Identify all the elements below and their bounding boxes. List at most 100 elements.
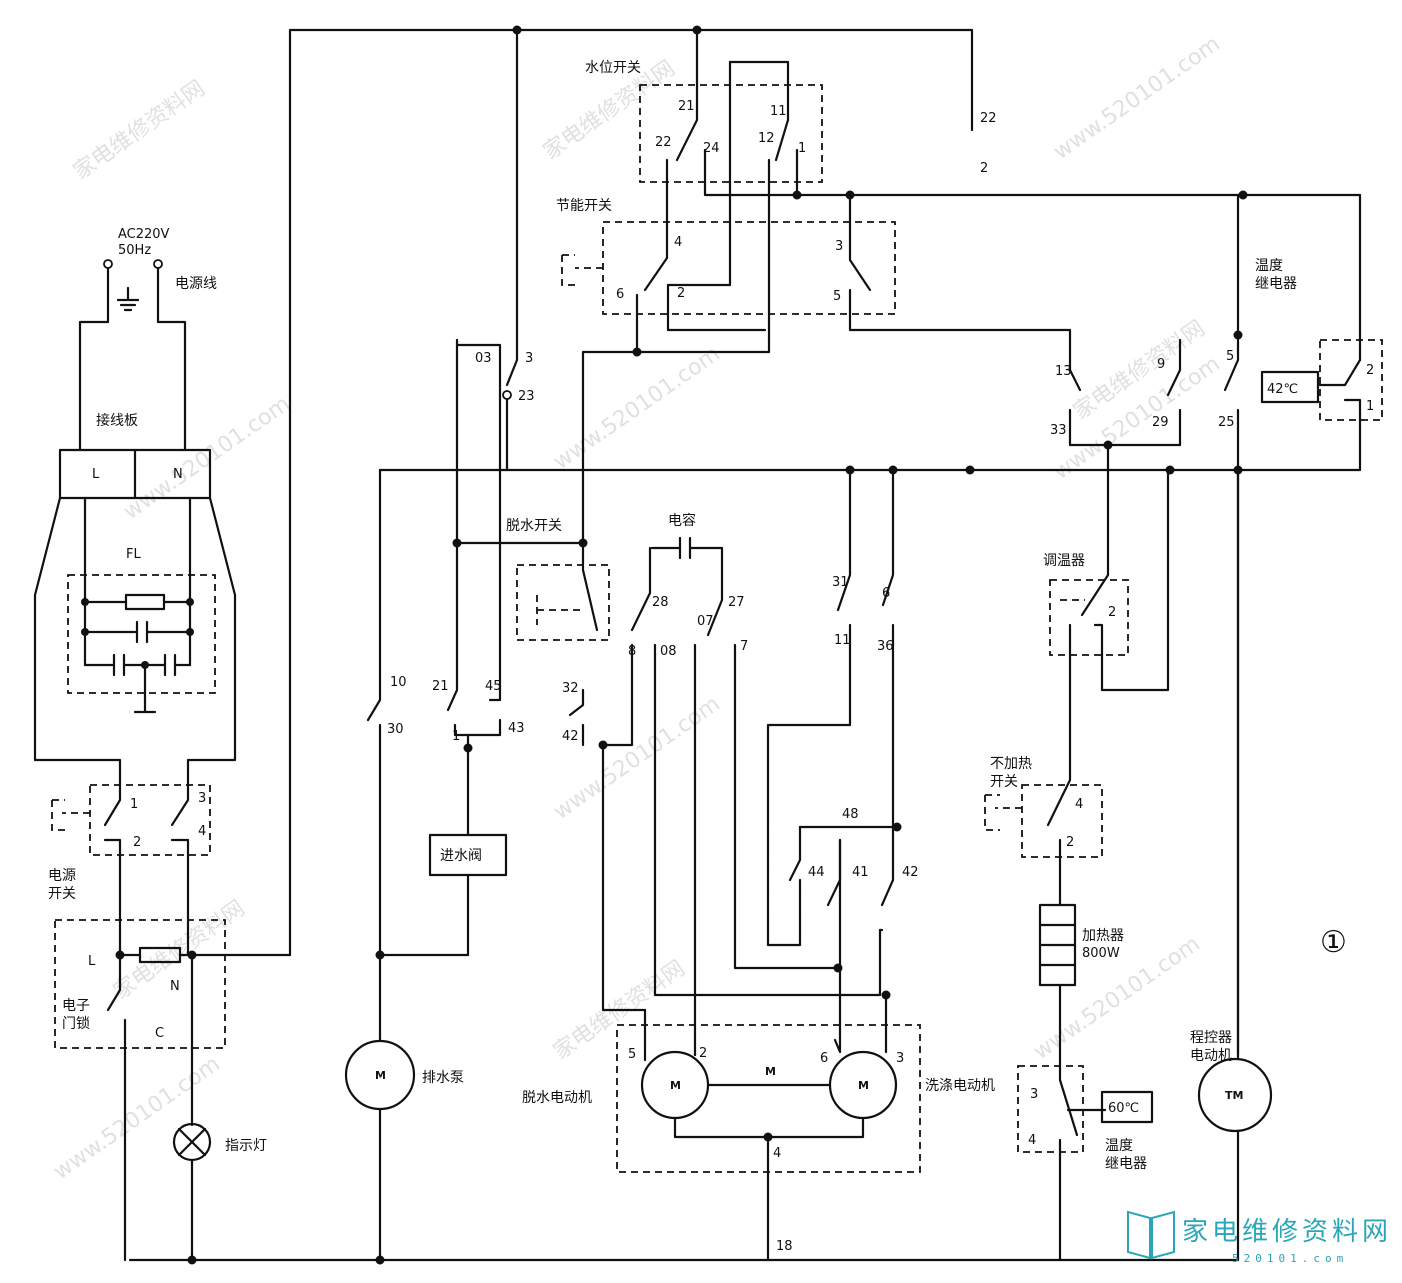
figure-number: ① bbox=[1320, 925, 1347, 960]
dashed-enclosures bbox=[51, 84, 1383, 1153]
terminal-n-label: N bbox=[173, 467, 183, 482]
terminal-number: 24 bbox=[703, 141, 720, 156]
terminal-number: 9 bbox=[1157, 357, 1165, 372]
terminal-number: 1 bbox=[130, 797, 138, 812]
terminal-number: 28 bbox=[652, 595, 669, 610]
watermark-name: 家电维修资料网 bbox=[69, 76, 210, 185]
terminal-number: 31 bbox=[832, 575, 849, 590]
power-switch-label-line1: 电源 bbox=[48, 868, 76, 884]
terminal-number: 3 bbox=[198, 791, 206, 806]
watermark-site: www.520101.com bbox=[1049, 31, 1225, 164]
terminal-number: 2 bbox=[699, 1046, 707, 1061]
terminal-number: 4 bbox=[198, 824, 206, 839]
timer-motor-label-line1: 程控器 bbox=[1190, 1030, 1232, 1046]
door-lock-c-label: C bbox=[155, 1026, 164, 1041]
terminal-number: 3 bbox=[835, 239, 843, 254]
terminal-number: 2 bbox=[980, 161, 988, 176]
terminal-number: 48 bbox=[842, 807, 859, 822]
terminal-number: 5 bbox=[1226, 349, 1234, 364]
terminal-number: 03 bbox=[475, 351, 492, 366]
power-switch-label-line2: 开关 bbox=[48, 886, 76, 902]
terminal-number: 27 bbox=[728, 595, 745, 610]
terminal-number: 3 bbox=[1030, 1087, 1038, 1102]
terminal-number: 2 bbox=[677, 286, 685, 301]
temp-relay-bottom-setting: 60℃ bbox=[1108, 1101, 1139, 1116]
spin-motor-symbol: M bbox=[670, 1079, 681, 1092]
terminal-number: 5 bbox=[628, 1047, 636, 1062]
wiring bbox=[33, 28, 1362, 1262]
terminal-number: 12 bbox=[758, 131, 775, 146]
terminal-number: 3 bbox=[525, 351, 533, 366]
terminal-number: 33 bbox=[1050, 423, 1067, 438]
terminal-number: 6 bbox=[820, 1051, 828, 1066]
terminal-numbers: 21 22 24 11 12 1 22 2 4 6 2 3 5 03 3 23 … bbox=[130, 99, 1374, 1254]
terminal-l-label: L bbox=[92, 467, 100, 482]
terminal-number: 4 bbox=[1075, 797, 1083, 812]
indicator-lamp-label: 指示灯 bbox=[225, 1138, 267, 1154]
site-logo: 家电维修资料网 520101.com bbox=[1127, 1210, 1388, 1265]
timer-motor-symbol: TM bbox=[1225, 1089, 1243, 1102]
terminal-number: 41 bbox=[852, 865, 869, 880]
terminal-number: 45 bbox=[485, 679, 502, 694]
terminal-number: 3 bbox=[896, 1051, 904, 1066]
terminal-number: 18 bbox=[776, 1239, 793, 1254]
terminal-number: 32 bbox=[562, 681, 579, 696]
door-lock-label-line1: 电子 bbox=[62, 998, 90, 1014]
terminal-number: 10 bbox=[390, 675, 407, 690]
terminal-number: 36 bbox=[877, 639, 894, 654]
terminal-number: 1 bbox=[452, 729, 460, 744]
terminal-number: 13 bbox=[1055, 364, 1072, 379]
terminal-number: 1 bbox=[798, 141, 806, 156]
terminal-number: 6 bbox=[616, 287, 624, 302]
inlet-valve-label: 进水阀 bbox=[440, 848, 482, 864]
door-lock-n-label: N bbox=[170, 979, 180, 994]
terminal-number: 4 bbox=[773, 1146, 781, 1161]
terminal-number: 8 bbox=[628, 644, 636, 659]
watermark-site: www.520101.com bbox=[119, 391, 295, 524]
terminal-number: 29 bbox=[1152, 415, 1169, 430]
ac-voltage-label: AC220V bbox=[118, 227, 170, 242]
temp-relay-top-setting: 42℃ bbox=[1267, 382, 1298, 397]
ac-frequency-label: 50Hz bbox=[118, 243, 151, 258]
junction-dots bbox=[81, 25, 1248, 1265]
door-lock-label-line2: 门锁 bbox=[62, 1016, 90, 1032]
terminal-number: 1 bbox=[1366, 399, 1374, 414]
terminal-number: 22 bbox=[980, 111, 997, 126]
terminal-number: 2 bbox=[1366, 363, 1374, 378]
heater-label: 加热器 bbox=[1082, 928, 1124, 944]
drain-pump-label: 排水泵 bbox=[422, 1070, 464, 1086]
temp-relay-bottom-label-line1: 温度 bbox=[1105, 1138, 1133, 1154]
book-icon bbox=[1127, 1210, 1175, 1260]
watermark-site: www.520101.com bbox=[49, 1051, 225, 1184]
wash-motor-label: 洗涤电动机 bbox=[925, 1078, 995, 1094]
terminal-number: 11 bbox=[834, 633, 851, 648]
timer-motor-label-line2: 电动机 bbox=[1190, 1048, 1232, 1064]
terminal-number: 22 bbox=[655, 135, 672, 150]
energy-switch-label: 节能开关 bbox=[556, 198, 612, 214]
terminal-number: 2 bbox=[133, 835, 141, 850]
spin-switch-label: 脱水开关 bbox=[506, 518, 562, 534]
spin-motor-label: 脱水电动机 bbox=[522, 1090, 592, 1106]
terminal-number: 42 bbox=[902, 865, 919, 880]
logo-url: 520101.com bbox=[1232, 1252, 1348, 1265]
terminal-board-label: 接线板 bbox=[96, 412, 138, 429]
temp-relay-bottom-label-line2: 继电器 bbox=[1105, 1156, 1147, 1172]
filter-label: FL bbox=[126, 547, 141, 562]
water-level-switch-label: 水位开关 bbox=[585, 60, 641, 76]
terminal-number: 23 bbox=[518, 389, 535, 404]
drain-pump-motor-symbol: M bbox=[375, 1069, 386, 1082]
terminal-number: 07 bbox=[697, 614, 714, 629]
no-heat-switch-label-line2: 开关 bbox=[990, 774, 1018, 790]
door-lock-l-label: L bbox=[88, 954, 96, 969]
terminal-number: 21 bbox=[678, 99, 695, 114]
terminal-number: 43 bbox=[508, 721, 525, 736]
labels: AC220V 50Hz 电源线 接线板 L N FL 电源 开关 电子 门锁 L… bbox=[48, 60, 1347, 1172]
thermostat-label: 调温器 bbox=[1043, 553, 1085, 569]
heater-power-label: 800W bbox=[1082, 946, 1120, 961]
terminal-number: 44 bbox=[808, 865, 825, 880]
watermark-site: www.520101.com bbox=[549, 341, 725, 474]
temp-relay-top-label-line2: 继电器 bbox=[1255, 276, 1297, 292]
terminal-number: 2 bbox=[1108, 605, 1116, 620]
terminal-number: 6 bbox=[882, 586, 890, 601]
